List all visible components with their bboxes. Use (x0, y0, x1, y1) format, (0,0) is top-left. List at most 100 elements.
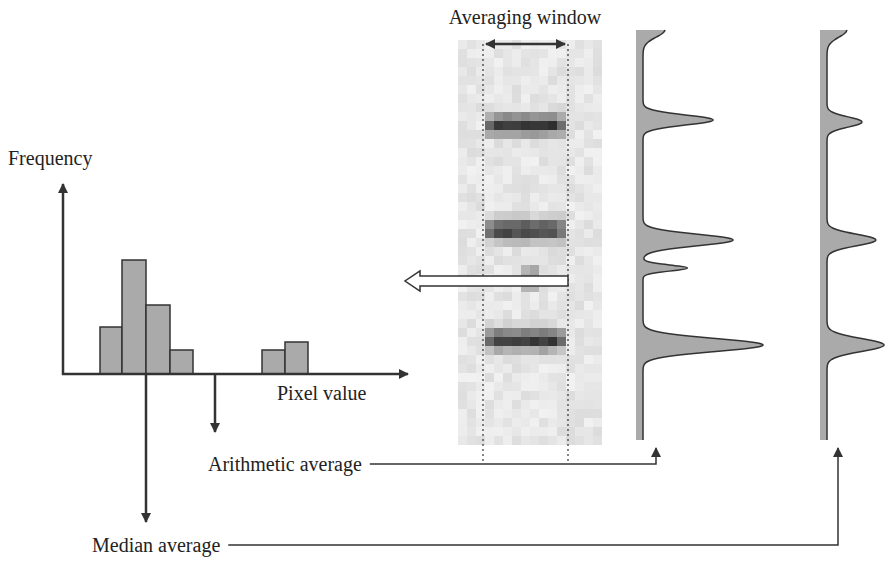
gel-pixel (548, 427, 557, 436)
gel-pixel (467, 265, 476, 274)
gel-pixel (584, 238, 593, 247)
gel-pixel (575, 346, 584, 355)
gel-pixel (503, 211, 512, 220)
gel-pixel (539, 103, 548, 112)
gel-pixel (485, 346, 494, 355)
gel-pixel (476, 319, 485, 328)
gel-pixel (467, 202, 476, 211)
gel-pixel (530, 229, 539, 238)
gel-pixel (557, 202, 566, 211)
gel-pixel (521, 130, 530, 139)
gel-pixel (566, 148, 575, 157)
gel-pixel (485, 49, 494, 58)
gel-pixel (566, 382, 575, 391)
gel-pixel (530, 121, 539, 130)
gel-pixel (566, 355, 575, 364)
gel-pixel (593, 400, 602, 409)
gel-pixel (548, 112, 557, 121)
gel-pixel (485, 229, 494, 238)
gel-pixel (521, 58, 530, 67)
gel-pixel (476, 112, 485, 121)
gel-pixel (539, 427, 548, 436)
gel-pixel (521, 139, 530, 148)
gel-pixel (575, 382, 584, 391)
gel-pixel (584, 103, 593, 112)
gel-pixel (566, 436, 575, 445)
gel-pixel (467, 364, 476, 373)
gel-pixel (575, 283, 584, 292)
gel-pixel (593, 58, 602, 67)
gel-pixel (584, 427, 593, 436)
gel-pixel (521, 193, 530, 202)
row-arrow (405, 271, 568, 291)
gel-pixel (539, 166, 548, 175)
gel-pixel (584, 373, 593, 382)
gel-pixel (512, 319, 521, 328)
average-label: Arithmetic average (208, 452, 362, 476)
gel-pixel (566, 211, 575, 220)
gel-pixel (494, 112, 503, 121)
gel-pixel (494, 130, 503, 139)
gel-pixel (512, 247, 521, 256)
gel-pixel (503, 256, 512, 265)
gel-pixel (521, 391, 530, 400)
gel-pixel (458, 247, 467, 256)
gel-pixel (521, 184, 530, 193)
gel-pixel (593, 364, 602, 373)
gel-pixel (593, 355, 602, 364)
gel-pixel (548, 301, 557, 310)
gel-pixel (512, 67, 521, 76)
gel-pixel (458, 130, 467, 139)
gel-pixel (530, 265, 539, 274)
gel-pixel (458, 391, 467, 400)
gel-pixel (485, 130, 494, 139)
gel-pixel (530, 337, 539, 346)
gel-pixel (458, 166, 467, 175)
gel-pixel (476, 238, 485, 247)
gel-pixel (485, 238, 494, 247)
gel-pixel (530, 328, 539, 337)
x-axis (62, 373, 408, 376)
gel-pixel (458, 346, 467, 355)
gel-pixel (485, 337, 494, 346)
gel-pixel (467, 148, 476, 157)
gel-pixel (485, 211, 494, 220)
gel-pixel (521, 94, 530, 103)
gel-pixel (593, 130, 602, 139)
gel-pixel (512, 157, 521, 166)
gel-pixel (494, 94, 503, 103)
gel-pixel (476, 328, 485, 337)
gel-pixel (503, 346, 512, 355)
gel-pixel (557, 166, 566, 175)
gel-pixel (530, 436, 539, 445)
gel-pixel (548, 220, 557, 229)
gel-pixel (476, 391, 485, 400)
gel-pixel (548, 229, 557, 238)
gel-pixel (485, 85, 494, 94)
gel-pixel (593, 310, 602, 319)
gel-pixel (557, 211, 566, 220)
gel-pixel (485, 373, 494, 382)
gel-pixel (503, 409, 512, 418)
gel-pixel (458, 76, 467, 85)
gel-pixel (512, 148, 521, 157)
gel-pixel (566, 157, 575, 166)
gel-pixel (530, 112, 539, 121)
gel-pixel (593, 94, 602, 103)
gel-pixel (575, 229, 584, 238)
gel-pixel (530, 184, 539, 193)
gel-pixel (575, 391, 584, 400)
gel-pixel (512, 58, 521, 67)
gel-pixel (494, 166, 503, 175)
gel-pixel (467, 409, 476, 418)
gel-pixel (485, 175, 494, 184)
gel-pixel (521, 265, 530, 274)
gel-pixel (566, 139, 575, 148)
gel-pixel (548, 265, 557, 274)
gel-pixel (539, 49, 548, 58)
gel-pixel (593, 337, 602, 346)
gel-pixel (557, 85, 566, 94)
gel-pixel (566, 256, 575, 265)
gel-pixel (593, 346, 602, 355)
gel-pixel (539, 436, 548, 445)
